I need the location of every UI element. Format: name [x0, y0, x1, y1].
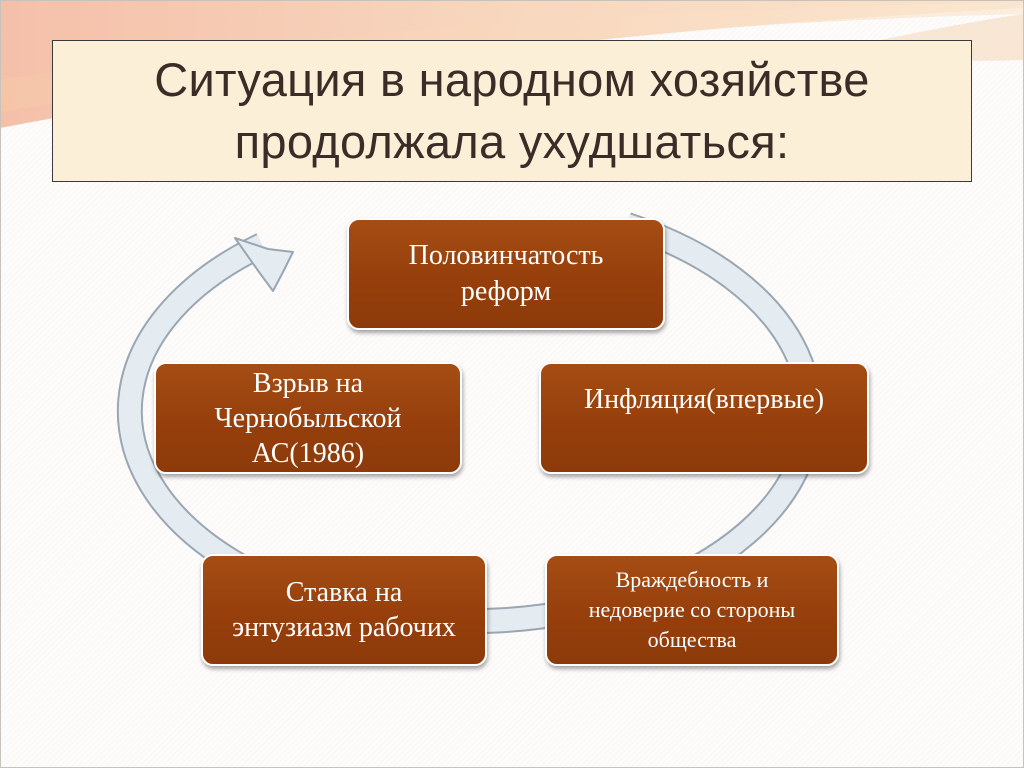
cycle-node-public-distrust: Враждебность и недоверие со стороны обще… [545, 554, 839, 666]
node-label: Ставка на энтузиазм рабочих [232, 577, 456, 643]
cycle-node-worker-enthusiasm: Ставка на энтузиазм рабочих [201, 554, 487, 666]
cycle-arrowhead [234, 237, 294, 292]
node-label: Инфляция(впервые) [583, 384, 825, 415]
node-label: Враждебность и недоверие со стороны обще… [588, 567, 796, 652]
slide-title: Ситуация в народном хозяйстве продолжала… [154, 53, 870, 168]
cycle-node-half-hearted-reforms: Половинчатость реформ [347, 218, 665, 330]
node-label: Половинчатость реформ [408, 240, 604, 307]
cycle-ring-fill [118, 214, 821, 633]
node-label: Взрыв на Чернобыльской АС(1986) [214, 367, 402, 469]
cycle-node-inflation: Инфляция(впервые) [539, 362, 869, 474]
cycle-node-chernobyl: Взрыв на Чернобыльской АС(1986) [154, 362, 462, 474]
title-box: Ситуация в народном хозяйстве продолжала… [52, 40, 972, 182]
